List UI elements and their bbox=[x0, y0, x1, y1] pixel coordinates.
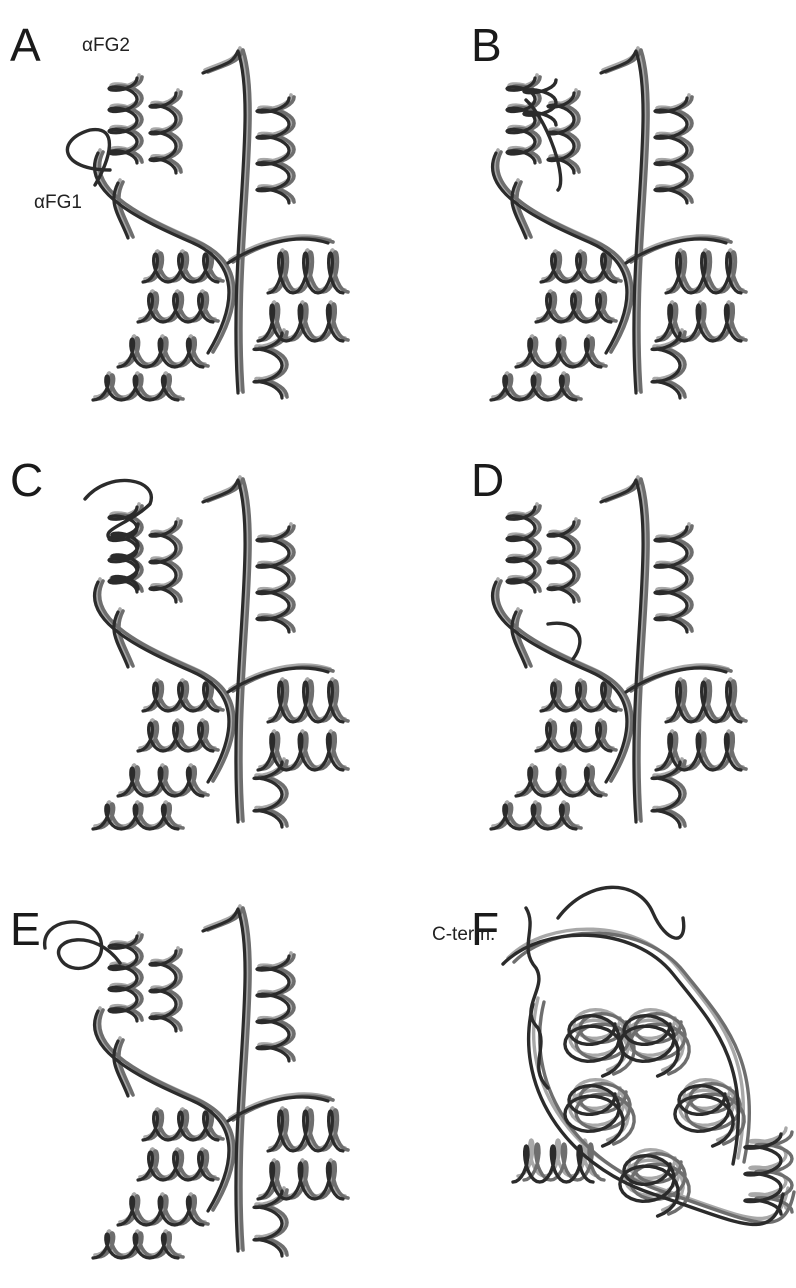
backbone-trace bbox=[254, 333, 282, 398]
panel-label-a: A bbox=[10, 22, 41, 68]
panel-d: D bbox=[398, 429, 796, 858]
structure-overlay-c bbox=[0, 429, 398, 858]
panel-c: C bbox=[0, 429, 398, 858]
structure-overlay-f bbox=[398, 858, 796, 1287]
panel-label-d: D bbox=[471, 457, 504, 503]
panel-label-b: B bbox=[471, 22, 502, 68]
structure-overlay-d bbox=[398, 429, 796, 858]
annotation-afg2: αFG2 bbox=[82, 36, 130, 55]
backbone-trace bbox=[254, 1191, 282, 1256]
panel-e: E bbox=[0, 858, 398, 1287]
backbone-trace bbox=[109, 78, 137, 163]
backbone-trace bbox=[254, 762, 282, 827]
annotation-afg1: αFG1 bbox=[34, 193, 82, 212]
panel-b: B bbox=[398, 0, 796, 429]
structure-overlay-a bbox=[0, 0, 398, 429]
divergent-loop bbox=[67, 130, 110, 185]
backbone-trace bbox=[652, 762, 680, 827]
structure-overlay-b bbox=[398, 0, 796, 429]
backbone-trace bbox=[513, 1146, 593, 1182]
panel-f: F C-term. bbox=[398, 858, 796, 1287]
panel-a: A αFG2 αFG1 bbox=[0, 0, 398, 429]
annotation-c-term: C-term. bbox=[432, 925, 495, 944]
backbone-trace bbox=[109, 936, 137, 1021]
structure-overlay-e bbox=[0, 858, 398, 1287]
backbone-trace bbox=[652, 333, 680, 398]
backbone-trace bbox=[507, 507, 535, 592]
panel-label-c: C bbox=[10, 457, 43, 503]
panel-label-e: E bbox=[10, 906, 41, 952]
